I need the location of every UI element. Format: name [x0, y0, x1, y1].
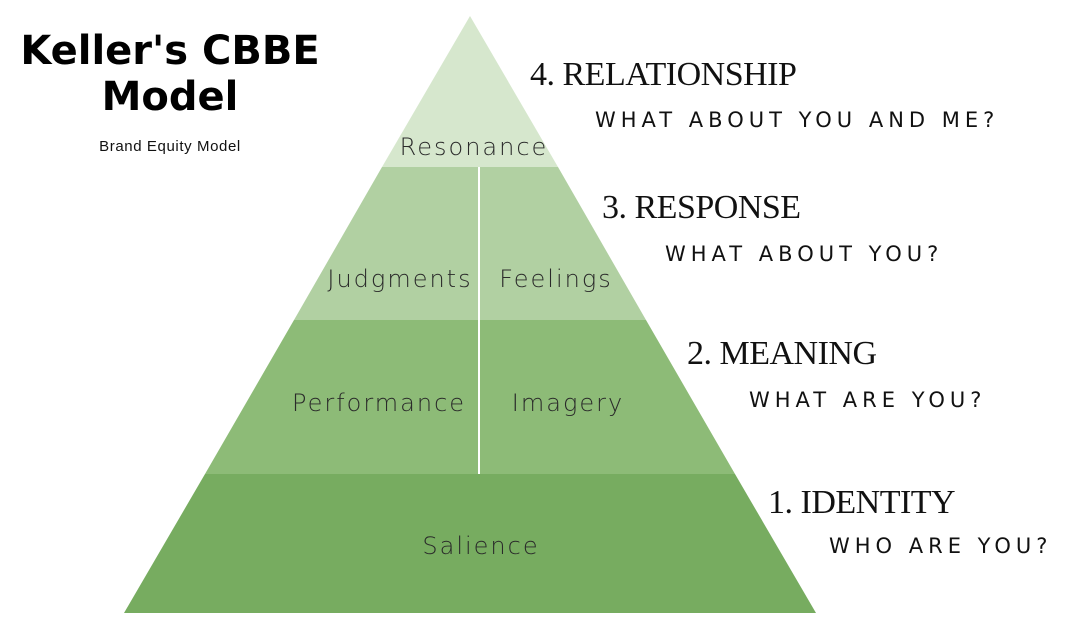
tier-identity	[124, 474, 816, 613]
level-1-question: WHO ARE YOU?	[829, 534, 1053, 558]
tier-response	[294, 167, 646, 320]
segment-imagery: Imagery	[512, 389, 624, 417]
subtitle: Brand Equity Model	[99, 138, 241, 155]
title-line-2: Model	[101, 74, 239, 120]
segment-feelings: Feelings	[499, 265, 612, 293]
level-4-heading: 4. RELATIONSHIP	[530, 56, 797, 93]
segment-resonance: Resonance	[400, 133, 549, 161]
level-4-question: WHAT ABOUT YOU AND ME?	[595, 108, 1000, 132]
tier-meaning	[205, 320, 735, 474]
level-2-heading: 2. MEANING	[687, 335, 877, 372]
tier-resonance	[382, 16, 558, 167]
level-1-heading: 1. IDENTITY	[768, 484, 956, 521]
level-3-heading: 3. RESPONSE	[602, 189, 801, 226]
segment-judgments: Judgments	[327, 265, 472, 293]
segment-salience: Salience	[422, 532, 539, 560]
segment-performance: Performance	[292, 389, 466, 417]
level-2-question: WHAT ARE YOU?	[749, 388, 987, 412]
title-line-1: Keller's CBBE	[20, 28, 320, 74]
title: Keller's CBBE Model	[20, 28, 320, 120]
level-3-question: WHAT ABOUT YOU?	[665, 242, 944, 266]
